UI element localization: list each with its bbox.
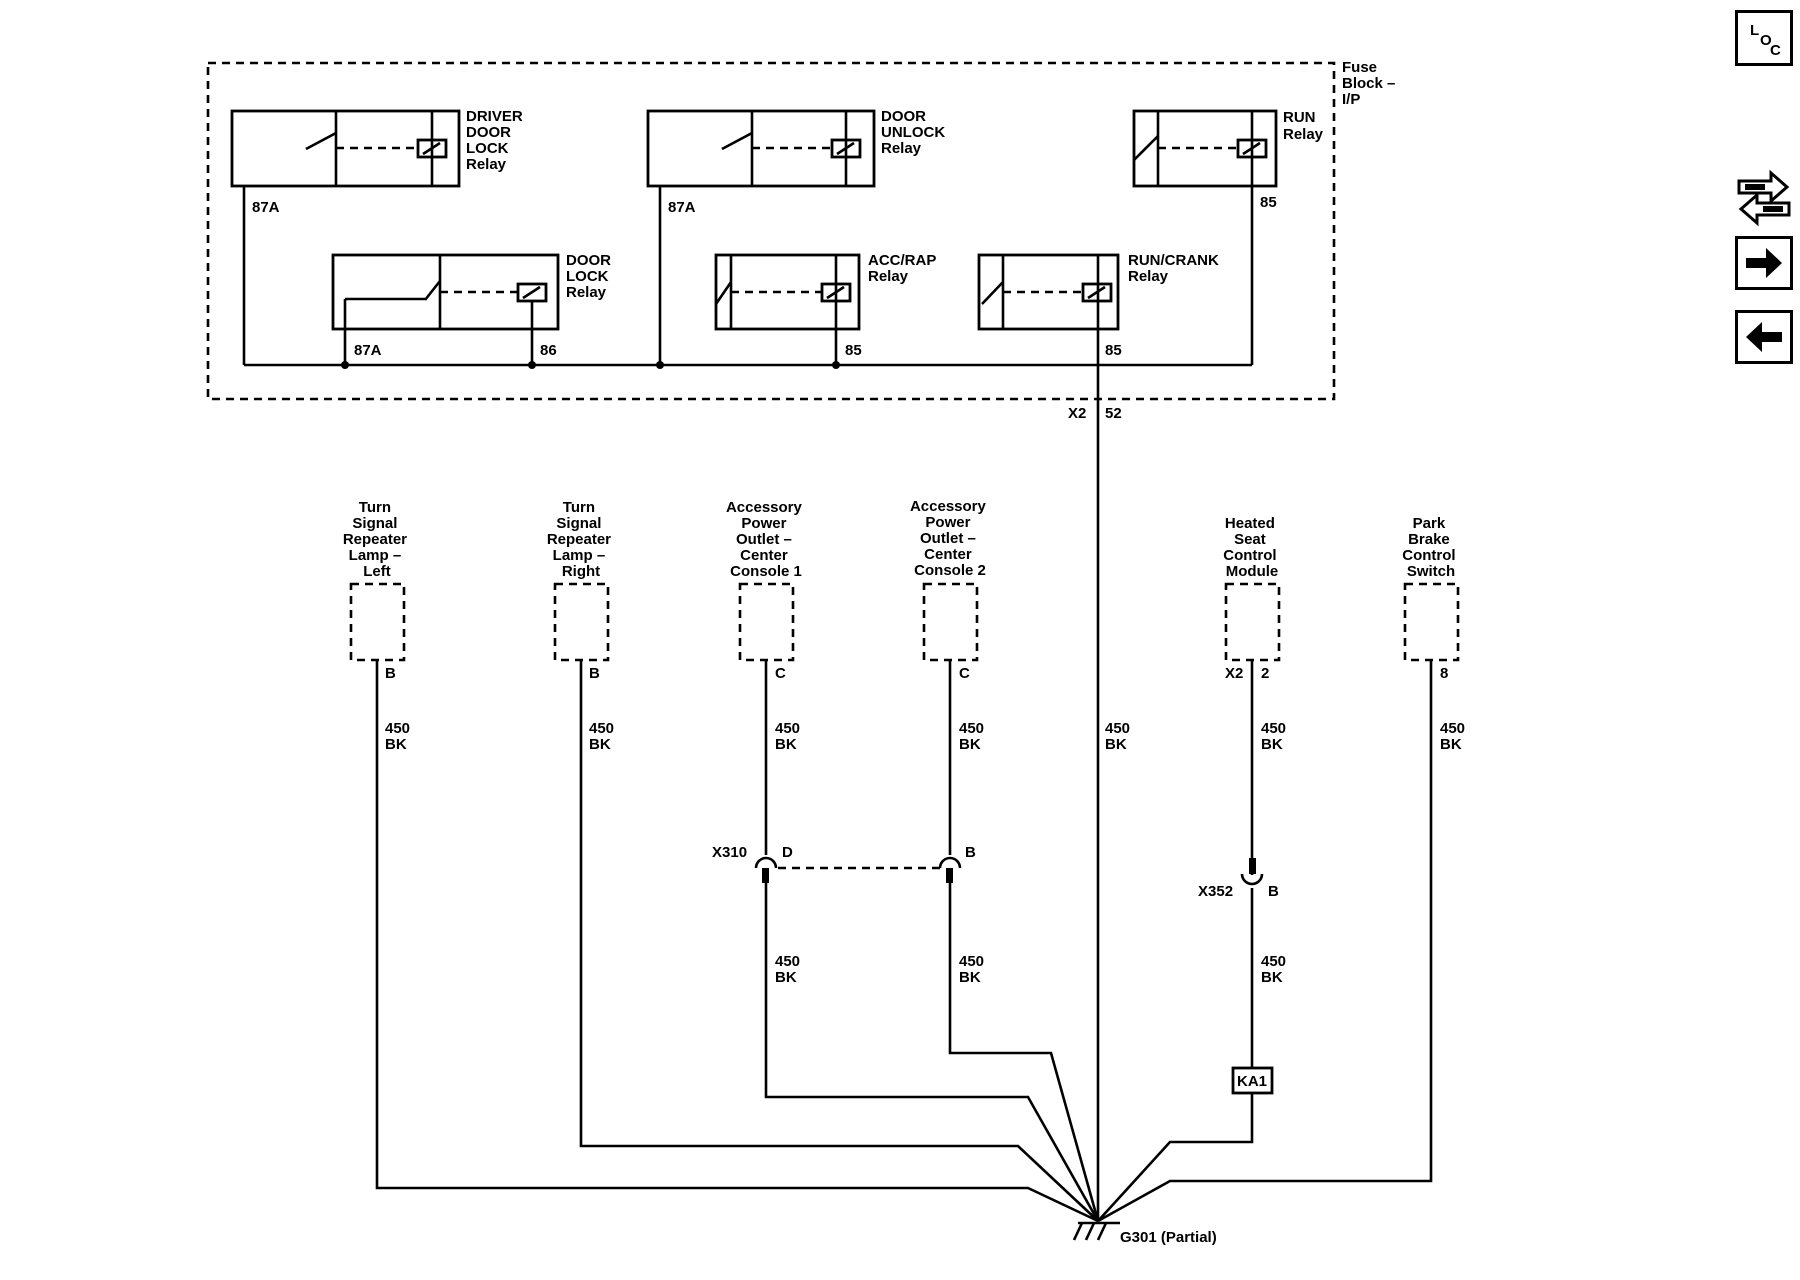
component-accessory-outlet-1: Accessory Power Outlet – Center Console …: [726, 499, 806, 986]
relay-pin: 85: [845, 342, 862, 359]
component-label: Turn Signal Repeater Lamp – Left: [343, 499, 411, 580]
wire-color: BK: [1105, 736, 1127, 753]
ground-g301: G301 (Partial): [1072, 1221, 1217, 1246]
fuse-block-connector: X2: [1068, 405, 1086, 422]
pin-label: 2: [1261, 665, 1269, 682]
relay-pin: 87A: [252, 199, 280, 216]
door-unlock-relay: DOOR UNLOCK Relay 87A: [646, 108, 949, 216]
pin-label: C: [959, 665, 970, 682]
component-label: Park Brake Control Switch: [1402, 515, 1460, 580]
component-park-brake-switch: Park Brake Control Switch 8 450 BK: [1402, 515, 1465, 753]
wire-color: BK: [589, 736, 611, 753]
component-label: Accessory Power Outlet – Center Console …: [910, 498, 990, 579]
relay-coil-icon: [820, 282, 852, 303]
circuit-number: 450: [1105, 720, 1130, 737]
relay-pin: 86: [540, 342, 557, 359]
wire-color: BK: [775, 736, 797, 753]
wire-color: BK: [1261, 969, 1283, 986]
loc-letter: L: [1750, 22, 1759, 39]
pin-label: B: [385, 665, 396, 682]
relay-pin: 87A: [668, 199, 696, 216]
relay-label: DRIVER DOOR LOCK Relay: [466, 108, 527, 173]
relay-coil-icon: [1236, 138, 1268, 159]
run-relay: RUN Relay 85: [1132, 109, 1324, 211]
relay-coil-icon: [830, 138, 862, 159]
circuit-number: 450: [959, 953, 984, 970]
connector-pin: D: [782, 844, 793, 861]
wire-color: BK: [1261, 736, 1283, 753]
ground-label: G301 (Partial): [1120, 1229, 1217, 1246]
relay-label: RUN Relay: [1283, 109, 1324, 143]
relay-label: DOOR LOCK Relay: [566, 252, 615, 301]
wire-color: BK: [775, 969, 797, 986]
location-icon[interactable]: L O C: [1735, 10, 1793, 66]
relay-pin: 87A: [354, 342, 382, 359]
circuit-number: 450: [1261, 720, 1286, 737]
fuse-block-pin: 52: [1105, 405, 1122, 422]
component-accessory-outlet-2: Accessory Power Outlet – Center Console …: [910, 498, 990, 986]
relay-pin: 85: [1105, 342, 1122, 359]
driver-door-lock-relay: DRIVER DOOR LOCK Relay 87A: [230, 108, 527, 216]
arrow-right-icon[interactable]: [1735, 236, 1793, 290]
circuit-number: 450: [959, 720, 984, 737]
component-turn-signal-left: Turn Signal Repeater Lamp – Left B 450 B…: [343, 499, 411, 753]
pin-label: 8: [1440, 665, 1448, 682]
relay-pin: 85: [1260, 194, 1277, 211]
splice-label: KA1: [1237, 1073, 1267, 1090]
pin-label: B: [589, 665, 600, 682]
swap-arrows-icon[interactable]: [1735, 165, 1793, 227]
loc-letter: O: [1760, 32, 1772, 49]
wire-color: BK: [959, 969, 981, 986]
component-turn-signal-right: Turn Signal Repeater Lamp – Right B 450 …: [547, 499, 615, 753]
connector-name: X352: [1198, 883, 1233, 900]
connector-name: X310: [712, 844, 747, 861]
connector-pin: B: [1268, 883, 1279, 900]
component-label: Turn Signal Repeater Lamp – Right: [547, 499, 615, 580]
circuit-number: 450: [775, 720, 800, 737]
acc-rap-relay: ACC/RAP Relay 85: [714, 252, 940, 365]
circuit-number: 450: [589, 720, 614, 737]
loc-letter: C: [1770, 42, 1781, 59]
circuit-number: 450: [1440, 720, 1465, 737]
connector-x352: X352 B: [1198, 858, 1279, 900]
wire-color: BK: [959, 736, 981, 753]
relay-label: DOOR UNLOCK Relay: [881, 108, 949, 157]
run-crank-relay: RUN/CRANK Relay 85: [977, 252, 1223, 359]
connector-pin: B: [965, 844, 976, 861]
door-lock-relay: DOOR LOCK Relay 87A 86: [331, 252, 615, 365]
pin-label: C: [775, 665, 786, 682]
circuit-number: 450: [1261, 953, 1286, 970]
relay-coil-icon: [1081, 282, 1113, 303]
wire-color: BK: [385, 736, 407, 753]
wire-color: BK: [1440, 736, 1462, 753]
relay-label: ACC/RAP Relay: [868, 252, 940, 285]
relay-label: RUN/CRANK Relay: [1128, 252, 1223, 285]
fuse-block-outline: [206, 61, 1336, 401]
splice-ka1: KA1: [1231, 1066, 1274, 1095]
component-label: Accessory Power Outlet – Center Console …: [726, 499, 806, 580]
connector-name: X2: [1225, 665, 1243, 682]
component-heated-seat-module: Heated Seat Control Module X2 2 450 BK 4…: [1223, 515, 1286, 986]
circuit-number: 450: [385, 720, 410, 737]
fuse-block-label: Fuse Block – I/P: [1342, 59, 1400, 108]
circuit-number: 450: [775, 953, 800, 970]
connector-x310: X310 D B: [712, 844, 976, 883]
arrow-left-icon[interactable]: [1735, 310, 1793, 364]
component-label: Heated Seat Control Module: [1223, 515, 1281, 580]
relay-coil-icon: [416, 138, 448, 159]
